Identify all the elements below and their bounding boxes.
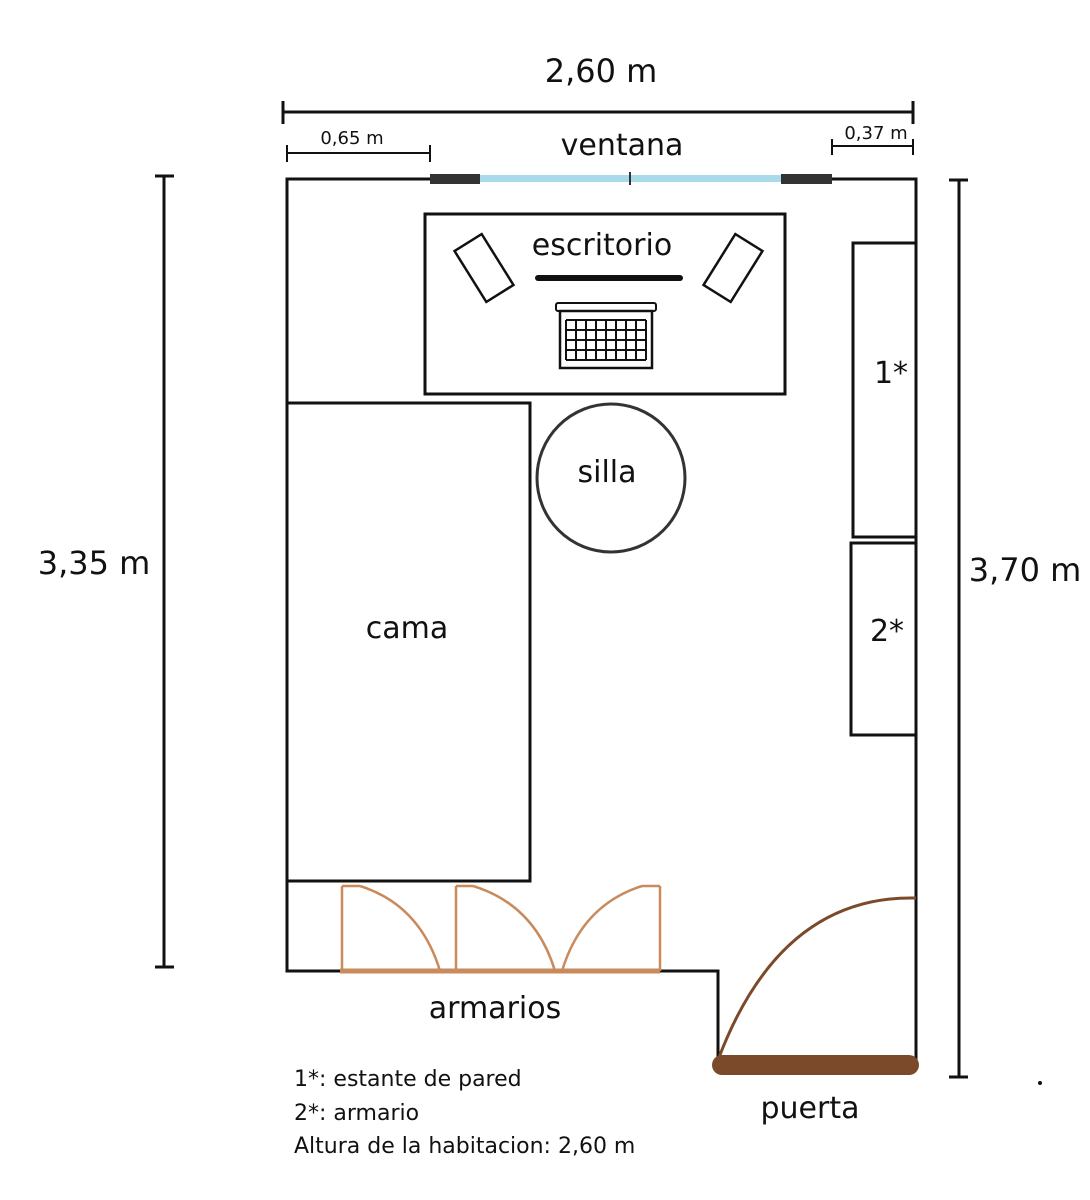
closets-label: armarios [429,991,561,1026]
keyboard-icon [555,302,657,370]
bed-label: cama [366,611,449,646]
bed [285,401,532,883]
left-offset-dimension [286,145,431,162]
room-door [712,896,919,1075]
right-height-label: 3,70 m [969,551,1082,589]
desk-label: escritorio [532,228,672,263]
total-width-label: 2,60 m [545,52,658,90]
small-wardrobe-label: 2* [870,614,904,649]
legend-line-2: 2*: armario [294,1101,419,1126]
right-height-dimension [949,178,968,1079]
right-offset-dimension [831,139,914,155]
right-offset-label: 0,37 m [844,123,907,144]
window [430,172,832,185]
small-wardrobe [849,541,918,737]
left-speaker-icon [452,232,516,304]
chair [535,402,687,554]
right-speaker-icon [701,232,765,304]
wall-shelf-label: 1* [874,356,908,391]
total-width-dimension [281,101,915,124]
closet-doors [340,884,662,974]
stray-dot [1038,1081,1042,1085]
left-offset-label: 0,65 m [320,128,383,149]
left-height-label: 3,35 m [38,544,151,582]
legend-line-3: Altura de la habitacion: 2,60 m [294,1134,635,1159]
wall-shelf [851,241,918,539]
left-height-dimension [155,174,174,969]
chair-label: silla [577,455,636,490]
door-label: puerta [761,1091,860,1126]
window-label: ventana [561,128,684,163]
legend-line-1: 1*: estante de pared [294,1067,522,1092]
